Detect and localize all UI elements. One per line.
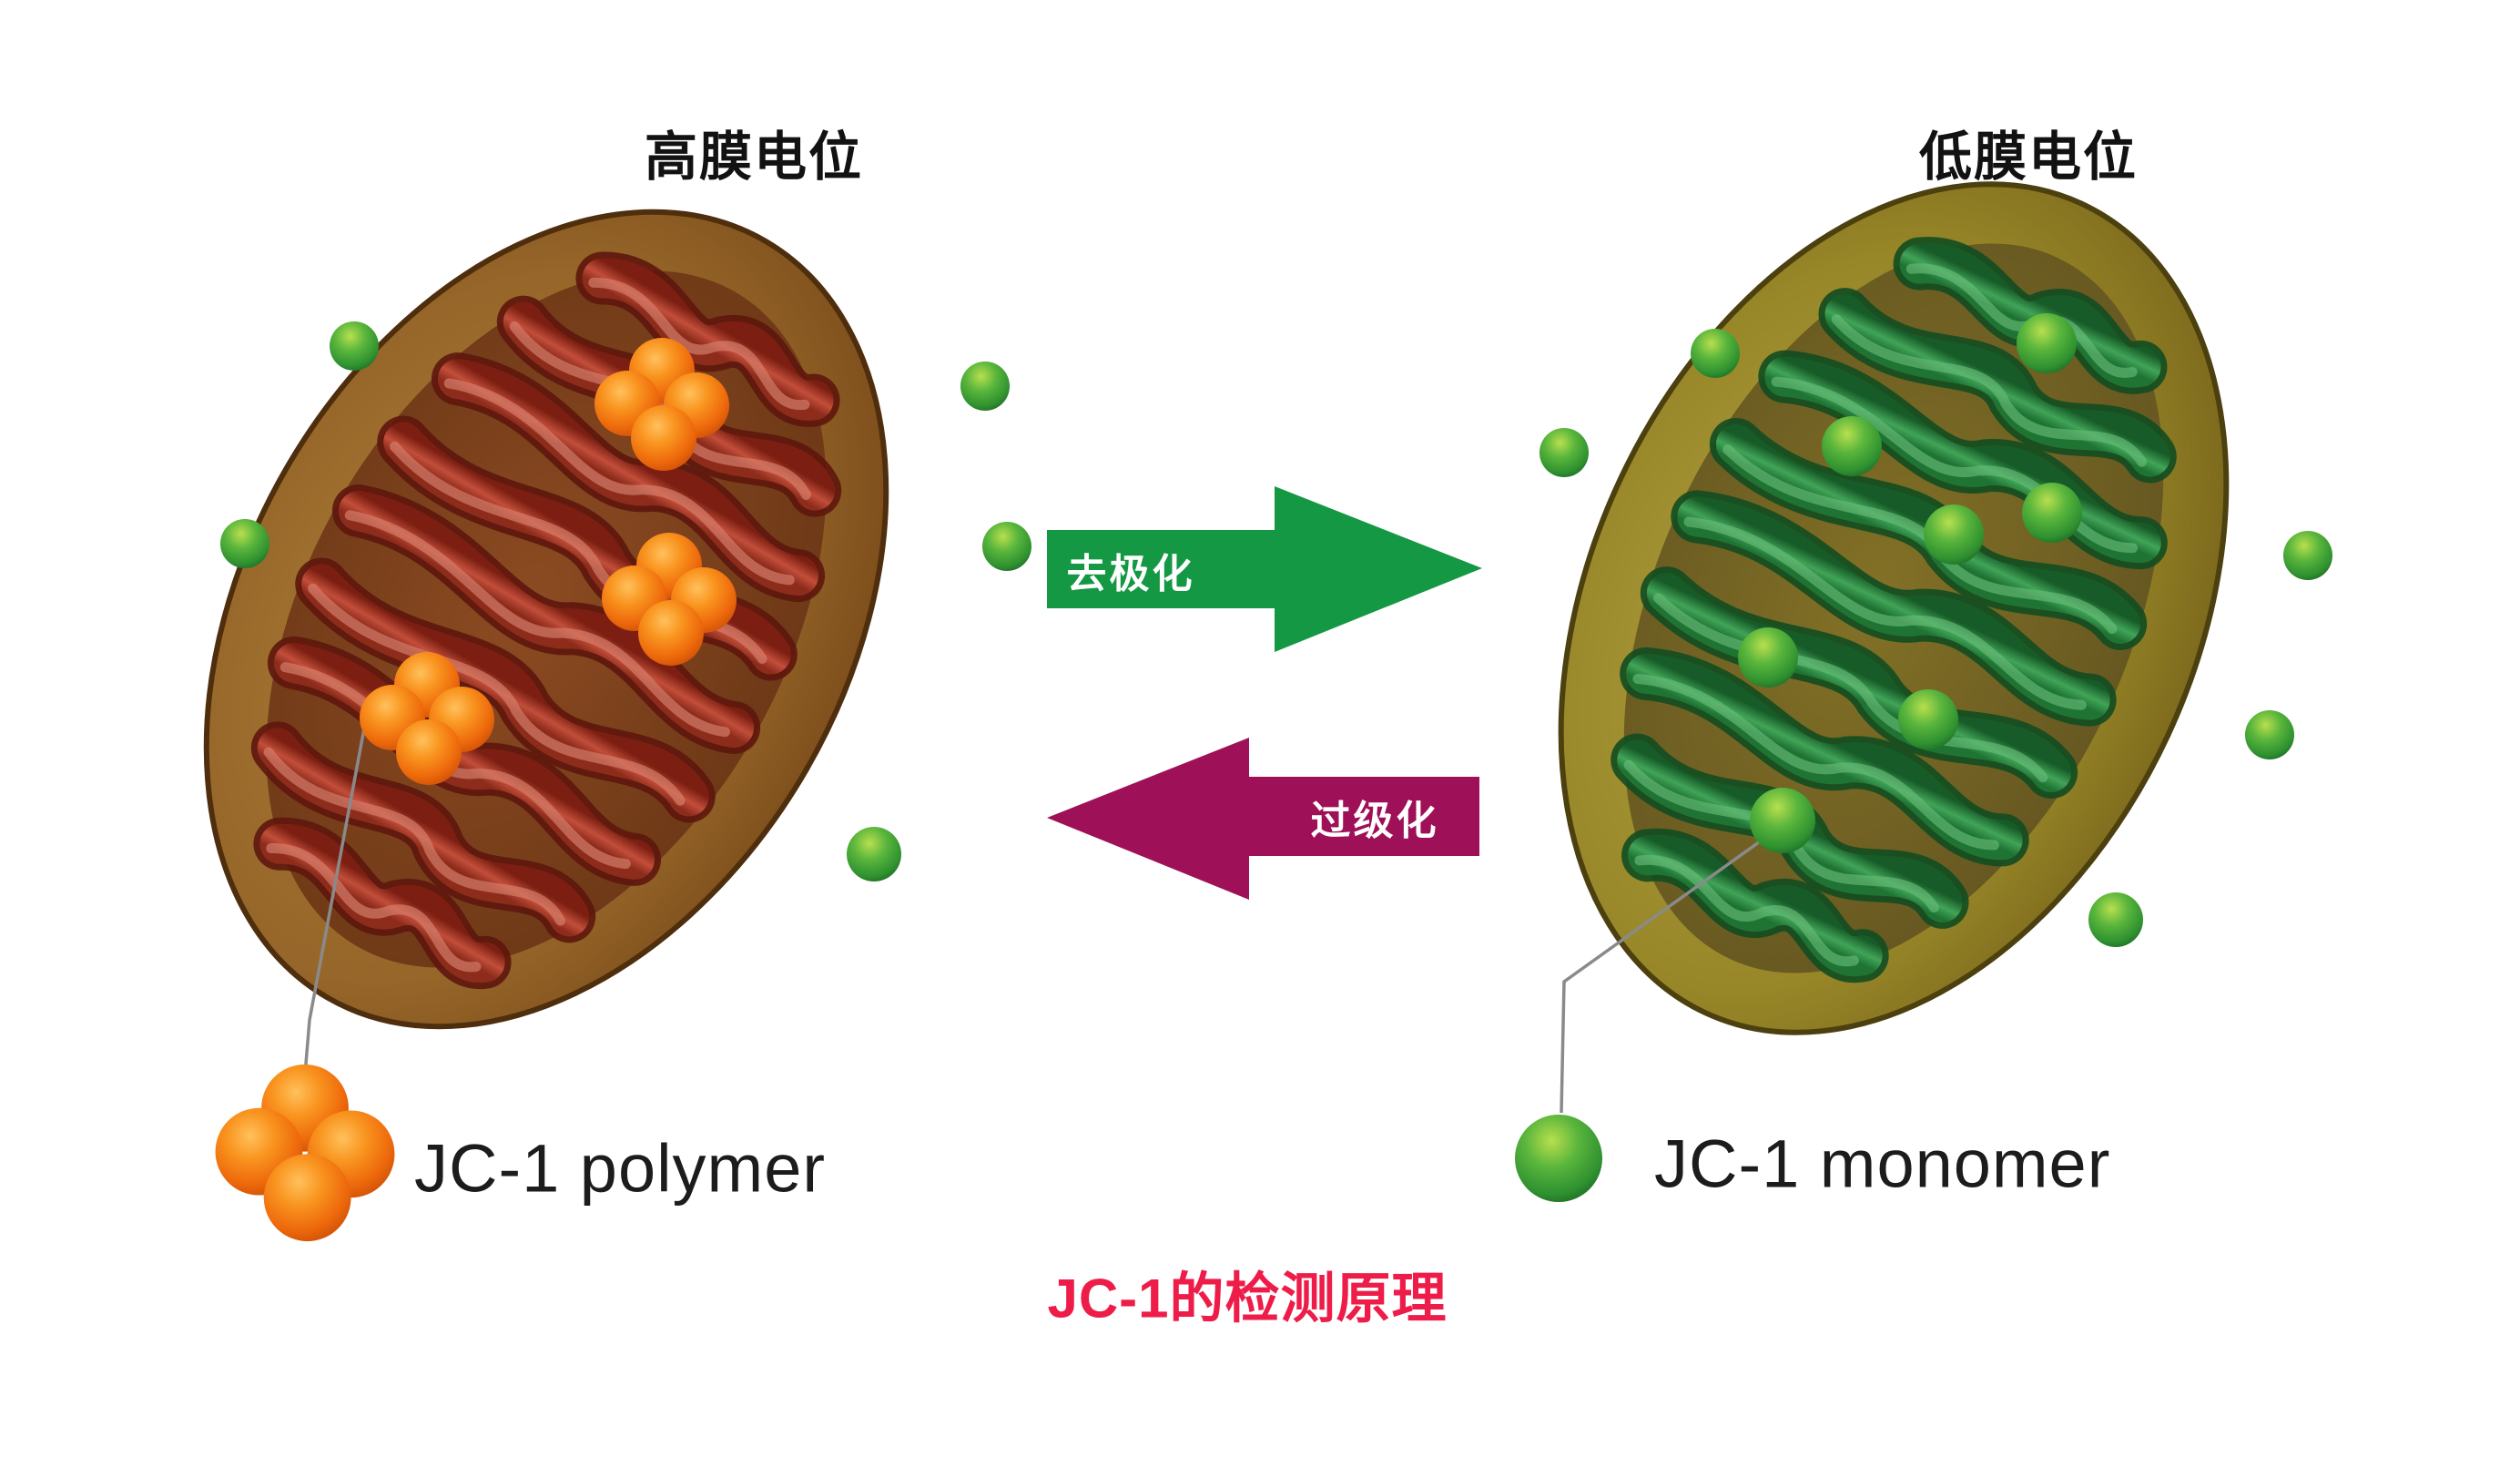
hyperpolarization-arrow-label: 过级化 [1310,799,1439,843]
left-panel-title: 高膜电位 [644,127,864,187]
diagram-caption: JC-1的检测原理 [1047,1268,1448,1330]
jc1-polymer-label: JC-1 polymer [414,1130,826,1207]
left-mitochondrion-illustration [67,90,1025,1147]
polymer-connector-line [302,728,366,1086]
depolarization-arrow-label: 去极化 [1066,552,1195,596]
right-panel-title: 低膜电位 [1918,127,2139,187]
jc1-monomer-label: JC-1 monomer [1654,1126,2111,1202]
jc1-polymer-legend-cluster [215,1064,395,1242]
depolarization-arrow [1047,486,1482,652]
right-mitochondrion-illustration [1431,181,2356,1035]
hyperpolarization-arrow [1047,738,1479,900]
jc1-monomer-legend-sphere [1515,1115,1602,1202]
monomer-spheres-left [220,321,1031,881]
monomer-connector-line [1560,829,1777,1114]
monomer-spheres-right [1539,313,2332,947]
